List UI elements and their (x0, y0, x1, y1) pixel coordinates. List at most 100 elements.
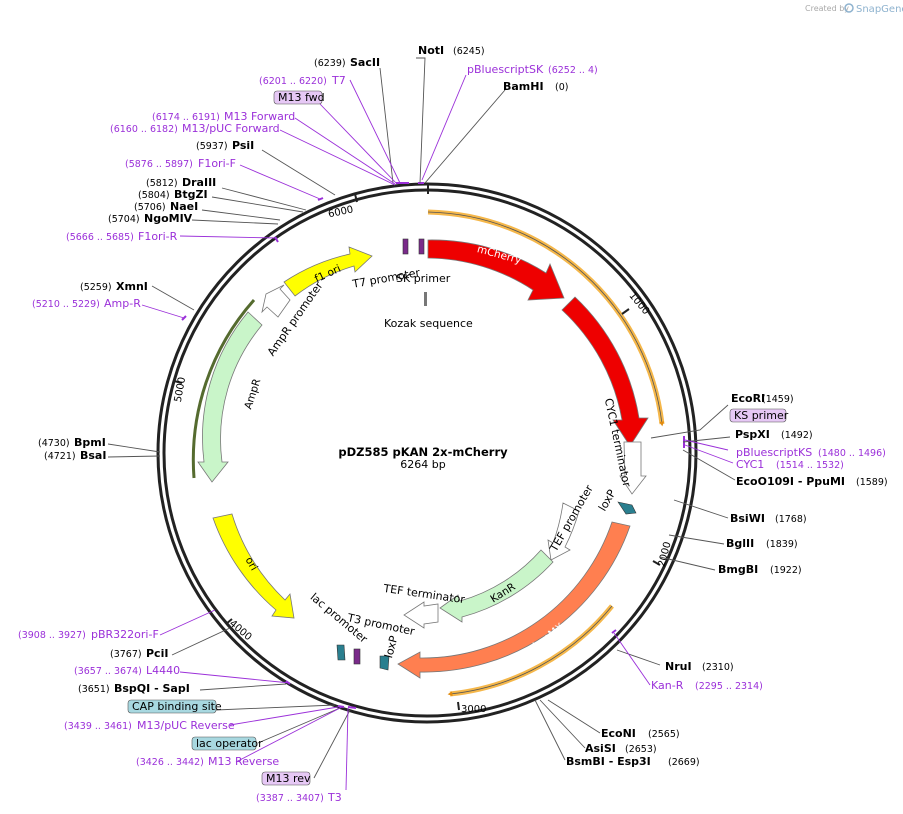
primer-ampr-name: Amp-R (104, 297, 141, 310)
site-naei-pos: (5706) (134, 202, 166, 213)
site-pspxi-name: PspXI (735, 428, 770, 441)
primer-marks (181, 182, 685, 709)
ks-primer-box (729, 408, 787, 423)
leaders-primers-left (141, 79, 401, 791)
ori-label: ori (243, 555, 260, 573)
site-draiii-name: DraIII (182, 176, 216, 189)
primer-t7-pos: (6201 .. 6220) (259, 76, 327, 87)
primer-t3-pos: (3387 .. 3407) (256, 793, 324, 804)
primer-m13rev-name: M13 Reverse (208, 755, 279, 768)
leaders-sites-left (107, 67, 394, 779)
site-econi-name: EcoNI (601, 727, 636, 740)
cap-binding-box (127, 699, 217, 714)
primer-cyc1-name: CYC1 (736, 458, 764, 471)
primer-pbr322-pos: (3908 .. 3927) (18, 630, 86, 641)
kanmx-arrow (397, 521, 631, 679)
site-bpmi-pos: (4730) (38, 438, 70, 449)
site-bsai-pos: (4721) (44, 451, 76, 462)
site-bsai-name: BsaI (80, 449, 106, 462)
lac-operator-box (191, 736, 257, 751)
site-xmni-pos: (5259) (80, 282, 112, 293)
site-bsmbi-name: BsmBI - Esp3I (566, 755, 651, 768)
site-bmgbi-pos: (1922) (770, 565, 802, 576)
site-pspxi-pos: (1492) (781, 430, 813, 441)
site-btgzi-pos: (5804) (138, 190, 170, 201)
site-bglii-pos: (1839) (766, 539, 798, 550)
tick-label-6000: 6000 (327, 204, 354, 220)
cap-binding-label: CAP binding site (132, 700, 222, 713)
site-nrui-pos: (2310) (702, 662, 734, 673)
primer-t3-name: T3 (327, 791, 342, 804)
plasmid-name: pDZ585 pKAN 2x-mCherry (338, 445, 508, 459)
ampr-label: AmpR (242, 377, 263, 411)
tef-terminator-arrow (403, 601, 439, 629)
site-draiii-pos: (5812) (146, 178, 178, 189)
credit-brand: SnapGene (856, 4, 903, 15)
loxp-left-marker (379, 655, 390, 671)
site-pcii-name: PciI (146, 647, 168, 660)
loxp-right-label: loxP (596, 487, 619, 513)
ks-primer-label: KS primer (734, 409, 789, 422)
primer-pbluescriptsk-pos: (6252 .. 4) (548, 65, 598, 76)
site-ngomiv-pos: (5704) (108, 214, 140, 225)
leaders-sites-right (416, 57, 736, 761)
primer-t7-name: T7 (331, 74, 346, 87)
site-xmni-name: XmnI (116, 280, 148, 293)
primer-m13puc-name: M13/pUC Forward (182, 122, 280, 135)
site-bsiwi-name: BsiWI (730, 512, 765, 525)
site-bmgbi-name: BmgBI (718, 563, 758, 576)
kozak-marker (424, 292, 427, 306)
primer-m13forward-pos: (6174 .. 6191) (152, 112, 220, 123)
primer-l4440-pos: (3657 .. 3674) (74, 666, 142, 677)
primer-kanr-pos: (2295 .. 2314) (695, 681, 763, 692)
cyc1-terminator-arrow (619, 441, 647, 495)
primer-pbluescriptsk-name: pBluescriptSK (467, 63, 544, 76)
primer-kanr-name: Kan-R (651, 679, 684, 692)
orf-arc-ampr (191, 299, 256, 479)
site-bsmbi-pos: (2669) (668, 757, 700, 768)
site-ngomiv-name: NgoMIV (144, 212, 193, 225)
site-bpmi-name: BpmI (74, 436, 106, 449)
tick-marks (173, 184, 661, 711)
plasmid-size: 6264 bp (400, 458, 445, 471)
primer-f1orif-name: F1ori-F (198, 157, 236, 170)
site-ecoo109i-pos: (1589) (856, 477, 888, 488)
site-pcii-pos: (3767) (110, 649, 142, 660)
m13-rev-box (261, 771, 311, 786)
kanr-arrow (439, 549, 554, 623)
lac-operator-label: lac operator (196, 737, 263, 750)
primer-m13rev-pos: (3426 .. 3442) (136, 757, 204, 768)
site-noti-name: NotI (418, 44, 444, 57)
mcherry-arrow-1 (427, 239, 565, 301)
sk-primer-marker (418, 238, 425, 255)
site-econi-pos: (2565) (648, 729, 680, 740)
primer-f1orir-name: F1ori-R (138, 230, 178, 243)
site-bspqi-name: BspQI - SapI (114, 682, 190, 695)
primer-f1orir-pos: (5666 .. 5685) (66, 232, 134, 243)
primer-m13pucrev-name: M13/pUC Reverse (137, 719, 235, 732)
site-sacii-name: SacII (350, 56, 380, 69)
primer-pbluescriptks-name: pBluescriptKS (736, 446, 812, 459)
primer-pbr322-name: pBR322ori-F (91, 628, 159, 641)
site-bsiwi-pos: (1768) (775, 514, 807, 525)
loxp-left-label: loxP (382, 634, 400, 660)
primer-pbluescriptks-pos: (1480 .. 1496) (818, 448, 886, 459)
site-bglii-name: BglII (726, 537, 754, 550)
primer-l4440-name: L4440 (146, 664, 180, 677)
primer-f1orif-pos: (5876 .. 5897) (125, 159, 193, 170)
lac-region-markers (336, 644, 346, 661)
primer-ampr-pos: (5210 .. 5229) (32, 299, 100, 310)
tick-label-1000: 1000 (626, 291, 651, 318)
site-ecori-pos: (1459) (762, 394, 794, 405)
site-btgzi-name: BtgZI (174, 188, 208, 201)
site-naei-name: NaeI (170, 200, 198, 213)
tef-promoter-label: TEF promoter (547, 482, 596, 554)
ori-arrow (212, 513, 295, 619)
tick-label-5000: 5000 (173, 376, 188, 403)
site-nrui-name: NruI (665, 660, 692, 673)
site-bamhi-pos: (0) (555, 82, 568, 93)
kozak-label: Kozak sequence (384, 317, 473, 330)
site-ecori-name: EcoRI (731, 392, 765, 405)
m13-fwd-label: M13 fwd (278, 91, 325, 104)
